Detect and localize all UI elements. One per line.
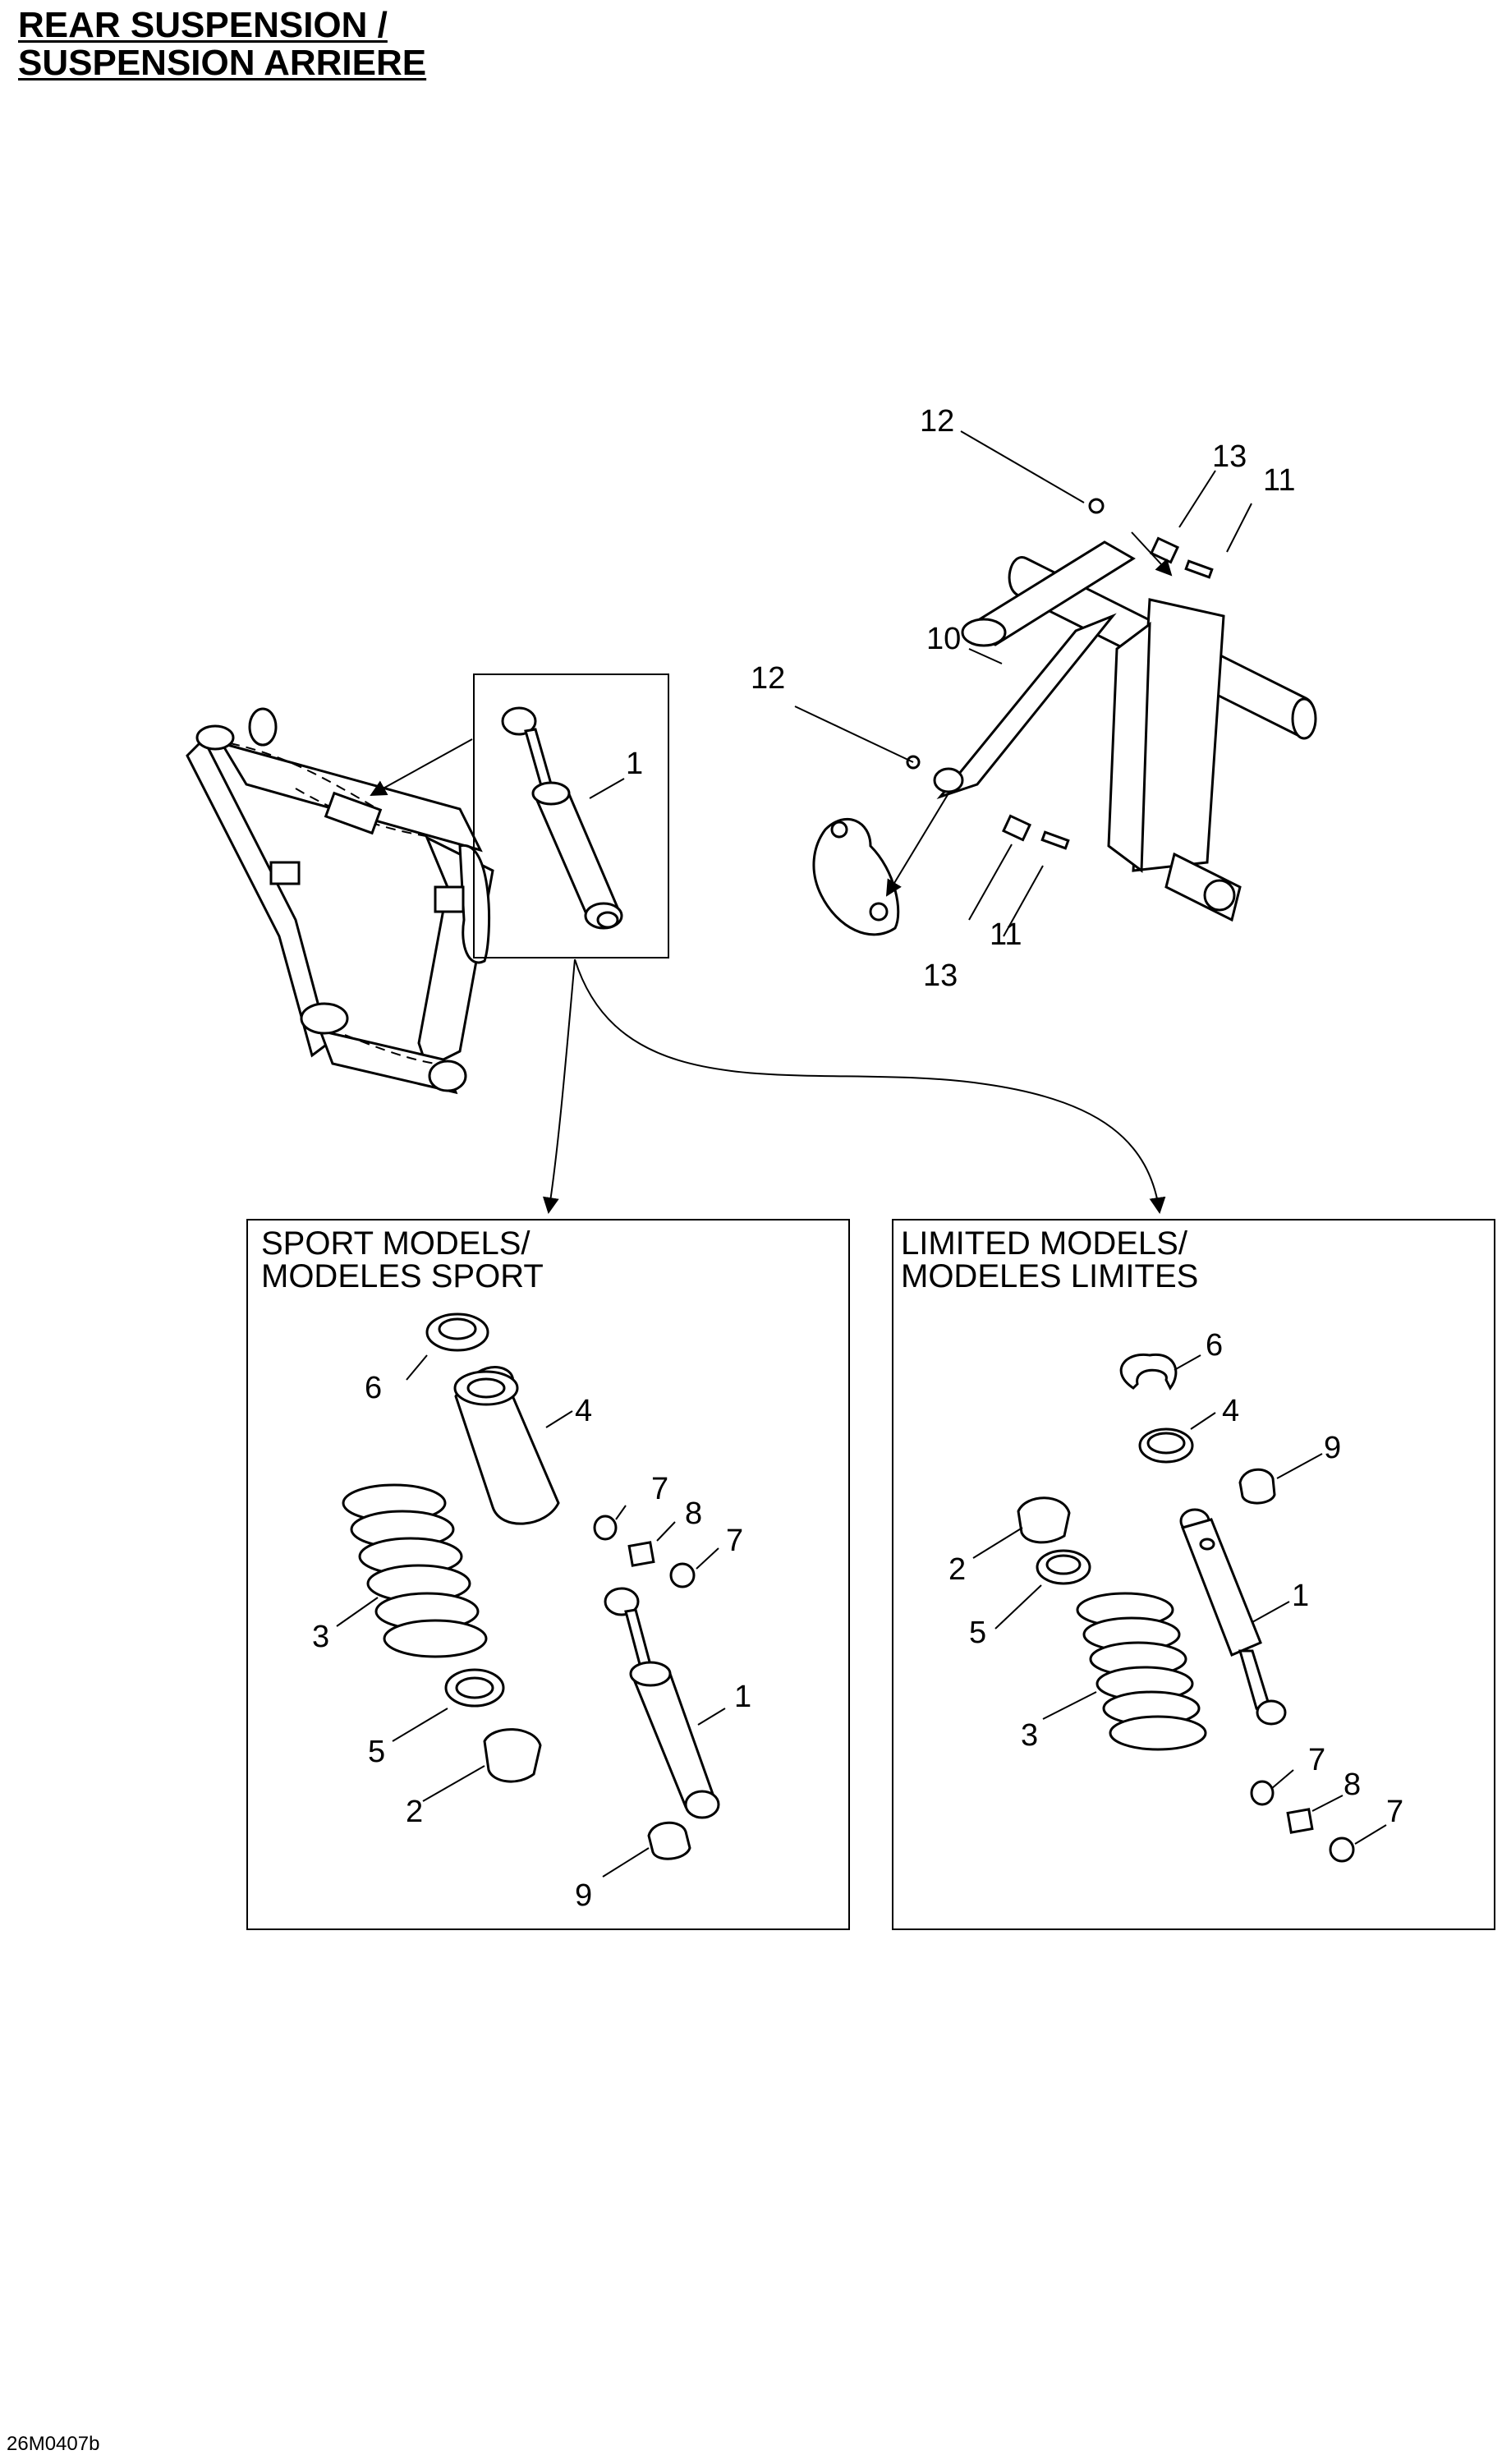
connector-to-sport [542, 958, 576, 1214]
title-line-english: REAR SUSPENSION / [18, 5, 388, 45]
limited-callout-8: 8 [1344, 1768, 1361, 1802]
callout-11-upper: 11 [1263, 463, 1295, 498]
limited-callout-2: 2 [949, 1552, 966, 1587]
rear-suspension-frame [186, 707, 494, 1095]
sport-callout-6: 6 [365, 1371, 382, 1405]
callout-1-inset: 1 [626, 747, 643, 781]
sport-callout-7a: 7 [651, 1472, 668, 1506]
sport-callout-4: 4 [575, 1394, 592, 1428]
limited-models-title-english: LIMITED MODELS/ [901, 1225, 1188, 1262]
limited-callout-5: 5 [969, 1616, 986, 1650]
callout-12-upper: 12 [920, 404, 954, 439]
callout-10: 10 [926, 622, 961, 656]
sport-callout-7b: 7 [726, 1524, 743, 1558]
callout-12-lower: 12 [751, 661, 785, 696]
inset-shock-box [473, 673, 669, 958]
sport-callout-5: 5 [368, 1735, 385, 1769]
sport-callout-8: 8 [685, 1496, 702, 1531]
callout-13-lower: 13 [923, 958, 958, 993]
limited-models-title-french: MODELES LIMITES [901, 1258, 1198, 1294]
limited-callout-1: 1 [1292, 1579, 1309, 1613]
figure-reference-code: 26M0407b [7, 2433, 100, 2455]
connector-to-limited [574, 958, 1166, 1214]
limited-callout-7a: 7 [1308, 1743, 1325, 1777]
inset-shock-absorber [501, 706, 623, 930]
limited-shock-parts [1017, 1353, 1355, 1863]
sport-models-title-english: SPORT MODELS/ [261, 1225, 531, 1262]
sport-callout-2: 2 [406, 1795, 423, 1829]
limited-models-box [892, 1219, 1495, 1930]
limited-callout-7b: 7 [1386, 1795, 1403, 1829]
limited-callout-4: 4 [1222, 1394, 1239, 1428]
sport-models-title-french: MODELES SPORT [261, 1258, 544, 1294]
limited-callout-3: 3 [1021, 1718, 1038, 1753]
limited-callout-6: 6 [1206, 1328, 1223, 1363]
page-title: REAR SUSPENSION / SUSPENSION ARRIERE [18, 7, 426, 82]
sport-callout-9: 9 [575, 1878, 592, 1913]
bolt-to-bracket-arrow [1131, 531, 1173, 577]
limited-callout-9: 9 [1324, 1431, 1341, 1465]
sport-callout-3: 3 [312, 1620, 329, 1654]
callout-11-lower: 11 [990, 917, 1022, 952]
sport-shock-parts [342, 1312, 720, 1860]
callout-13-upper: 13 [1212, 439, 1247, 474]
title-line-french: SUSPENSION ARRIERE [18, 43, 427, 83]
shock-to-mount-arrow [885, 793, 949, 897]
shock-mounting-assembly [812, 498, 1317, 936]
inset-to-frame-arrow [370, 738, 473, 796]
sport-models-box [246, 1219, 850, 1930]
sport-callout-1: 1 [734, 1680, 751, 1714]
